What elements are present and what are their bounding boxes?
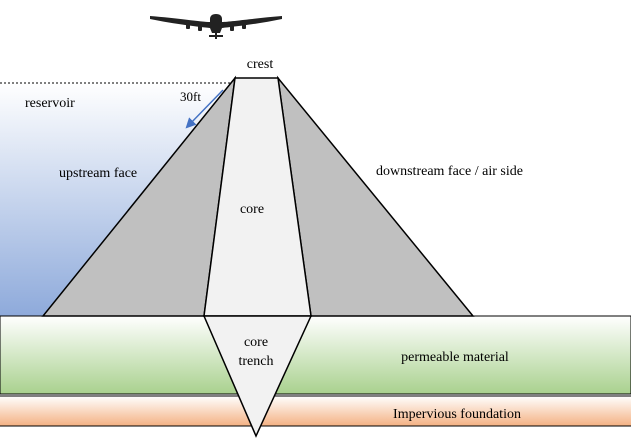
permeable-layer <box>0 315 631 395</box>
core-trench-label-line2: trench <box>239 354 274 369</box>
permeable-material-label: permeable material <box>401 350 509 365</box>
airplane-icon <box>150 14 282 39</box>
downstream-face-label: downstream face / air side <box>376 164 523 179</box>
core-trench <box>202 315 313 438</box>
crest-label: crest <box>247 57 274 72</box>
slope-note-label: 30ft <box>180 89 201 104</box>
core-trench-label-line1: core <box>244 335 268 350</box>
upstream-face-label: upstream face <box>59 166 137 181</box>
downstream-shell <box>276 75 475 317</box>
reservoir-label: reservoir <box>25 96 75 111</box>
impervious-foundation-label: Impervious foundation <box>393 407 521 422</box>
slope-arrow <box>185 89 224 129</box>
impervious-foundation-layer <box>0 396 631 426</box>
core-label: core <box>240 202 264 217</box>
reservoir-water <box>0 83 235 316</box>
